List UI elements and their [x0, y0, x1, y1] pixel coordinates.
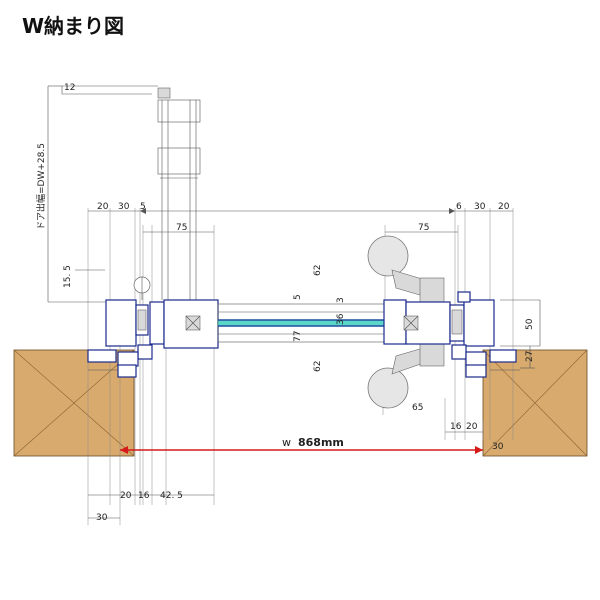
dim-bottom-16: 16	[138, 491, 150, 501]
dim-27: 27	[525, 351, 535, 362]
dim-20-right: 20	[466, 422, 478, 432]
right-frame	[367, 235, 541, 409]
dim-left-75: 75	[176, 223, 187, 233]
dim-65: 65	[412, 403, 423, 413]
dim-15-5: 15. 5	[63, 265, 73, 288]
dim-62-top: 62	[313, 265, 323, 276]
dim-right-20: 20	[498, 202, 510, 212]
open-door-profile	[61, 85, 201, 300]
dim-left-20: 20	[97, 202, 109, 212]
dim-left-30: 30	[118, 202, 130, 212]
dim-77: 77	[293, 331, 303, 342]
dim-right-6: 6	[456, 202, 462, 212]
dim-36: 36	[336, 313, 346, 325]
dim-bottom-30: 30	[96, 513, 108, 523]
dim-right-30: 30	[474, 202, 486, 212]
width-dimension: w 868mm	[120, 436, 483, 454]
dim-30-right: 30	[492, 442, 504, 452]
dim-bottom-42-5: 42. 5	[160, 491, 183, 501]
page-title: W納まり図	[22, 14, 125, 38]
dim-bottom-20: 20	[120, 491, 132, 501]
dim-top-12: 12	[64, 83, 75, 93]
left-wall	[13, 349, 135, 457]
dim-3: 3	[336, 297, 346, 303]
dim-right-75: 75	[418, 223, 429, 233]
dim-62-bottom: 62	[313, 361, 323, 372]
glass-panel	[217, 303, 385, 343]
dim-50: 50	[525, 318, 535, 330]
dim-door-width-label: ドア出幅=DW+28.5	[35, 143, 47, 230]
left-frame	[87, 276, 219, 378]
dim-left-5: 5	[140, 202, 146, 212]
width-value: 868mm	[298, 436, 344, 449]
dim-5: 5	[293, 294, 303, 300]
right-wall	[482, 349, 588, 457]
dim-16: 16	[450, 422, 462, 432]
width-label: w	[282, 436, 291, 449]
